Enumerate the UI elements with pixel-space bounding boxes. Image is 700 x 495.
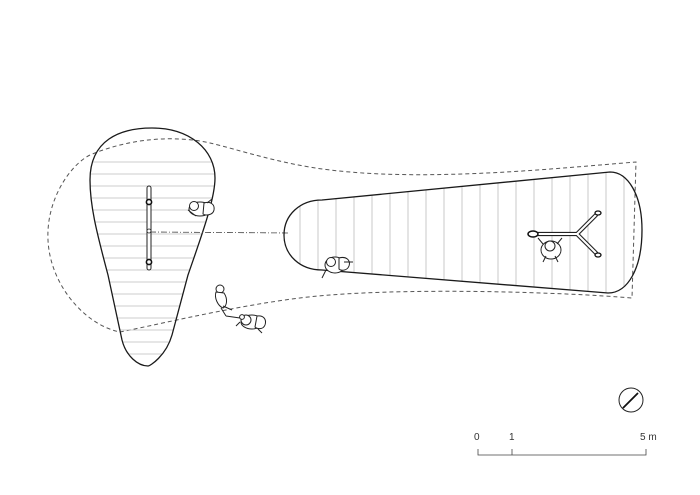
left-platform-outline [89, 127, 216, 367]
scale-label-5m: 5 m [640, 432, 657, 443]
center-axis [149, 231, 291, 234]
right-handle-ring [527, 230, 539, 238]
north-arrow-icon [618, 387, 644, 413]
left-handle-grip-top [145, 198, 153, 206]
right-platform [283, 171, 643, 294]
person-ground-walking [215, 284, 245, 320]
left-platform-planks [90, 161, 215, 355]
person-left-platform [187, 198, 215, 217]
left-platform [89, 127, 216, 367]
left-handle-grip-bottom [145, 258, 153, 266]
right-platform-outline [283, 171, 643, 294]
scale-label-0: 0 [474, 432, 480, 443]
swing-envelope-dashed [47, 138, 637, 333]
person-right-platform-far [537, 237, 563, 263]
right-handle-tip-bottom [594, 252, 602, 258]
left-handle-bar [146, 185, 152, 271]
scale-label-1: 1 [509, 432, 515, 443]
scale-bar [477, 449, 647, 456]
person-ground-crouching [235, 314, 266, 334]
person-right-platform-near [321, 256, 353, 279]
right-platform-planks [299, 172, 625, 293]
right-handle-tip-top [594, 210, 602, 216]
